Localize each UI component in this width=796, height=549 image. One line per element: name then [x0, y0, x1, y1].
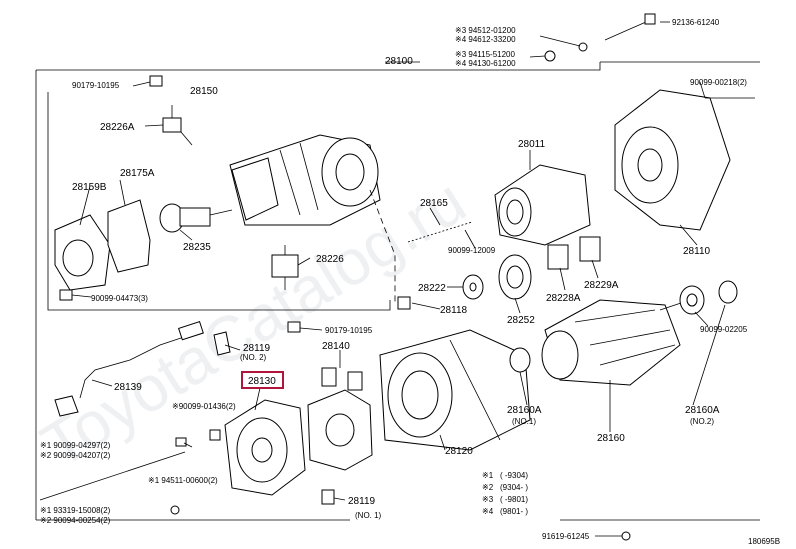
yoke-28120-part[interactable] — [379, 329, 531, 451]
legend-text-3: ( -9801) — [500, 495, 528, 504]
label-ref-94115-51200[interactable]: ※3 94115-51200 — [455, 50, 515, 59]
label-90179-10195-top[interactable]: 90179-10195 — [72, 81, 120, 90]
through-bolt-part[interactable] — [39, 437, 187, 501]
retainer-28118[interactable] — [397, 296, 411, 310]
legend-text-1: ( -9304) — [500, 471, 528, 480]
retainer-28228a[interactable] — [547, 244, 569, 270]
nut-94512[interactable] — [578, 42, 588, 52]
label-90099-04207[interactable]: ※2 90099-04207(2) — [40, 451, 111, 460]
seal-28175a-part[interactable] — [107, 199, 151, 273]
nut-90179-mid[interactable] — [287, 321, 301, 333]
label-28175a[interactable]: 28175A — [120, 168, 155, 179]
terminal-28226-part[interactable] — [271, 245, 299, 290]
label-90099-02205[interactable]: 90099-02205 — [700, 325, 748, 334]
terminal-28226a-part[interactable] — [162, 105, 193, 146]
label-28150[interactable]: 28150 — [190, 86, 218, 97]
plunger-28235-part[interactable] — [159, 203, 233, 233]
label-ref-92136-61240[interactable]: 92136-61240 — [672, 18, 720, 27]
label-93319-15008[interactable]: ※1 93319-15008(2) — [40, 506, 111, 515]
bearing-28229a[interactable] — [579, 236, 601, 262]
legend-text-4: (9801- ) — [500, 507, 528, 516]
label-94511-00600[interactable]: ※1 94511-00600(2) — [148, 476, 218, 485]
label-28160[interactable]: 28160 — [597, 433, 625, 444]
label-90094-00254[interactable]: ※2 90094-00254(2) — [40, 516, 111, 525]
armature-28160-part[interactable] — [541, 299, 691, 386]
label-90099-12009[interactable]: 90099-12009 — [448, 246, 496, 255]
label-90099-00218[interactable]: 90099-00218(2) — [690, 78, 747, 87]
label-28119-no2: (NO. 2) — [240, 353, 267, 362]
brush-holder-28140-part[interactable] — [307, 367, 373, 471]
gasket-28159b-part[interactable] — [54, 214, 111, 291]
washer-90099-01436[interactable] — [209, 429, 221, 441]
label-28139[interactable]: 28139 — [114, 382, 142, 393]
idler-gear-28252-part[interactable] — [498, 254, 532, 300]
leader-lines — [71, 21, 726, 537]
label-28160a-no2-sub: (NO.2) — [690, 417, 714, 426]
starter-housing-28110-part[interactable] — [614, 89, 731, 231]
bolt-91619[interactable] — [621, 531, 631, 541]
label-28119[interactable]: 28119 — [243, 343, 271, 354]
assembly-bracket — [35, 61, 760, 521]
magnetic-switch-part[interactable] — [229, 134, 381, 226]
washer-28160a-no1[interactable] — [509, 347, 531, 373]
lead-wire-28139-part[interactable] — [54, 320, 204, 417]
label-90099-01436[interactable]: ※90099-01436(2) — [172, 402, 236, 411]
spring-28165-part[interactable] — [407, 221, 473, 243]
label-28160a-no1[interactable]: 28160A — [507, 405, 542, 416]
label-ref-91619-61245[interactable]: 91619-61245 — [542, 532, 590, 541]
legend-text-2: (9304- ) — [500, 483, 528, 492]
bearing-inner — [686, 293, 698, 307]
label-28222[interactable]: 28222 — [418, 283, 446, 294]
highlight-box-28130 — [241, 371, 284, 389]
label-28235[interactable]: 28235 — [183, 242, 211, 253]
label-28140[interactable]: 28140 — [322, 341, 350, 352]
washer-28160a-no2[interactable] — [718, 280, 738, 304]
washer-94511[interactable] — [170, 505, 180, 515]
label-28226[interactable]: 28226 — [316, 254, 344, 265]
label-28160a-no2[interactable]: 28160A — [685, 405, 720, 416]
label-ref-94612-33200[interactable]: ※4 94612-33200 — [455, 35, 516, 44]
label-90179-10195-mid[interactable]: 90179-10195 — [325, 326, 373, 335]
label-28110[interactable]: 28110 — [683, 246, 711, 257]
ball-28222-hole — [469, 282, 477, 292]
label-28130[interactable]: 28130 — [248, 376, 276, 387]
dash-line-a — [369, 189, 396, 305]
washer-94115[interactable] — [544, 50, 556, 62]
label-28229a[interactable]: 28229A — [584, 280, 619, 291]
legend-mark-1: ※1 — [482, 471, 494, 480]
label-90099-04297[interactable]: ※1 90099-04297(2) — [40, 441, 111, 450]
label-28226a[interactable]: 28226A — [100, 122, 135, 133]
label-90099-04473[interactable]: 90099-04473(3) — [91, 294, 148, 303]
label-28159b[interactable]: 28159B — [72, 182, 107, 193]
bolt-90099-04473[interactable] — [59, 289, 73, 301]
label-28100[interactable]: 28100 — [385, 56, 413, 67]
label-ref-94130-61200[interactable]: ※4 94130-61200 — [455, 59, 516, 68]
label-28120[interactable]: 28120 — [445, 446, 473, 457]
label-28252[interactable]: 28252 — [507, 315, 535, 326]
bolt-92136-61240-part[interactable] — [604, 13, 656, 41]
label-28165[interactable]: 28165 — [420, 198, 448, 209]
cover-28119-no2-part[interactable] — [213, 331, 231, 356]
label-28119-b[interactable]: 28119 — [348, 496, 376, 507]
legend-mark-4: ※4 — [482, 507, 494, 516]
label-28228a[interactable]: 28228A — [546, 293, 581, 304]
label-28119-b-no1: (NO. 1) — [355, 511, 382, 520]
diagram-id: 180695B — [748, 537, 780, 546]
label-28160a-no1-sub: (NO.1) — [512, 417, 536, 426]
label-28011[interactable]: 28011 — [518, 139, 546, 150]
starter-clutch-28011-part[interactable] — [494, 164, 591, 246]
label-28118[interactable]: 28118 — [440, 305, 468, 316]
legend-mark-2: ※2 — [482, 483, 494, 492]
commutator-end-frame-28130-part[interactable] — [224, 399, 306, 496]
label-ref-94512-01200[interactable]: ※3 94512-01200 — [455, 26, 516, 35]
cover-28119-no1-part[interactable] — [321, 489, 335, 505]
legend-mark-3: ※3 — [482, 495, 494, 504]
subassembly-bracket — [47, 92, 391, 311]
bolt-90179-top[interactable] — [149, 75, 163, 87]
date-legend: ※1 ( -9304) ※2 (9304- ) ※3 ( -9801) ※4 (… — [482, 471, 528, 516]
